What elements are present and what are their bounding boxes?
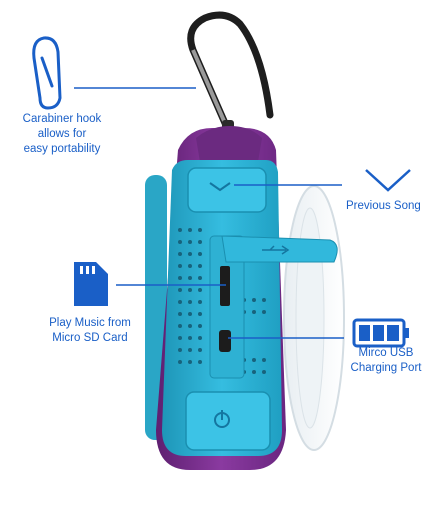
carabiner-caption-line: Carabiner hook <box>22 113 102 125</box>
previous-song-caption-line: Previous Song <box>346 200 421 212</box>
usb-port <box>219 330 231 352</box>
chevron-down-icon <box>365 169 411 192</box>
carabiner-caption-line: easy portability <box>23 143 101 155</box>
sd-card-icon <box>74 262 108 306</box>
speaker-grille <box>178 228 266 374</box>
sd-card-caption-line: Micro SD Card <box>52 332 128 344</box>
carabiner-icon <box>32 36 62 110</box>
suction-cup <box>283 185 345 451</box>
previous-song-button <box>187 167 267 213</box>
carabiner-caption-line: allows for <box>37 128 87 140</box>
usb-caption: Mirco USB Charging Port <box>336 346 436 376</box>
sd-card-caption: Play Music from Micro SD Card <box>40 316 140 346</box>
usb-caption-line: Mirco USB <box>358 347 414 359</box>
carabiner-caption: Carabiner hook allows for easy portabili… <box>2 112 122 157</box>
sd-card-slot <box>220 266 230 306</box>
previous-song-caption: Previous Song <box>346 199 436 214</box>
usb-caption-line: Charging Port <box>350 362 422 374</box>
sd-card-caption-line: Play Music from <box>49 317 131 329</box>
port-flap <box>221 235 338 263</box>
battery-icon <box>352 318 409 348</box>
